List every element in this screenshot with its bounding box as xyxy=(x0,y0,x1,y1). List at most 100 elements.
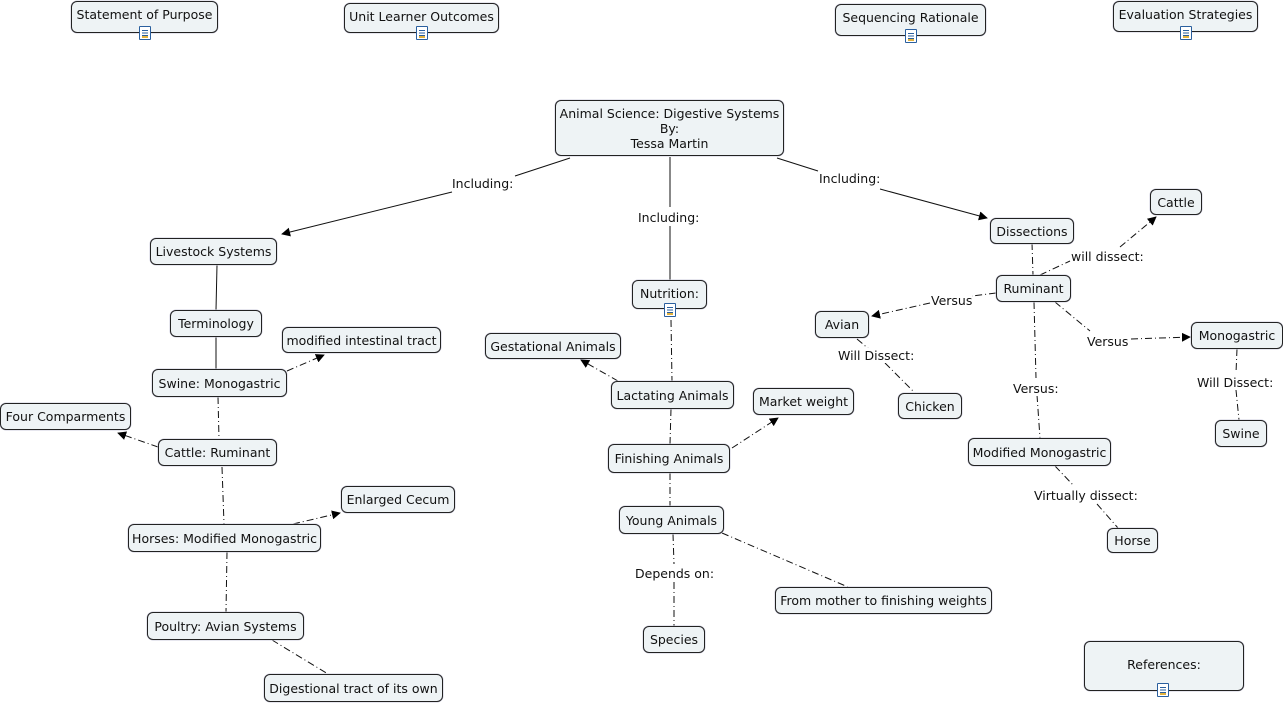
poultry-avian-systems-node[interactable]: Poultry: Avian Systems xyxy=(147,612,304,640)
cattle-node[interactable]: Cattle xyxy=(1150,189,1202,215)
swine-node[interactable]: Swine xyxy=(1215,420,1267,447)
lactating-animals-node[interactable]: Lactating Animals xyxy=(611,381,734,409)
node-label: Swine xyxy=(1222,426,1260,441)
link-root-including-right xyxy=(776,157,819,172)
dissections-node[interactable]: Dissections xyxy=(990,218,1074,244)
enlarged-cecum-node[interactable]: Enlarged Cecum xyxy=(341,486,455,513)
link-label-depends-on: Depends on: xyxy=(635,566,715,581)
node-label: Evaluation Strategies xyxy=(1118,7,1253,22)
species-node[interactable]: Species xyxy=(643,626,705,653)
node-label: Modified Monogastric xyxy=(972,444,1107,460)
link-swine-cattle xyxy=(217,396,220,440)
link-lactating-gestational xyxy=(580,359,619,382)
document-icon[interactable] xyxy=(1180,26,1192,40)
node-label: From mother to finishing weights xyxy=(780,593,987,608)
link-willdissect-cattle xyxy=(1119,216,1157,248)
link-label-will-dissect-chicken: Will Dissect: xyxy=(838,348,915,363)
link-mono-willdissect xyxy=(1235,348,1238,374)
node-label: Livestock Systems xyxy=(155,244,272,259)
link-including-dissections xyxy=(879,188,988,221)
horses-modified-monogastric-node[interactable]: Horses: Modified Monogastric xyxy=(128,524,321,552)
finishing-animals-node[interactable]: Finishing Animals xyxy=(608,444,730,473)
node-label: Swine: Monogastric xyxy=(158,375,281,391)
young-animals-node[interactable]: Young Animals xyxy=(619,506,724,534)
node-label: Avian xyxy=(824,317,860,332)
statement-of-purpose-node[interactable]: Statement of Purpose xyxy=(71,1,218,40)
link-livestock-terminology xyxy=(215,264,218,311)
link-root-including-left xyxy=(514,157,571,177)
sequencing-rationale-node[interactable]: Sequencing Rationale xyxy=(835,4,986,43)
link-ruminant-willdissect xyxy=(1039,260,1071,276)
node-label: Poultry: Avian Systems xyxy=(154,618,297,634)
market-weight-node[interactable]: Market weight xyxy=(753,388,854,415)
node-label: Dissections xyxy=(996,223,1068,239)
node-label: Monogastric xyxy=(1198,328,1276,343)
link-including-livestock xyxy=(281,191,453,237)
node-label: Nutrition: xyxy=(640,286,699,301)
link-label-will-dissect-swine: Will Dissect: xyxy=(1197,375,1274,390)
link-ruminant-versus-mod xyxy=(1033,301,1037,379)
link-cattle-horses xyxy=(221,466,225,525)
document-icon[interactable] xyxy=(139,26,151,40)
swine-monogastric-node[interactable]: Swine: Monogastric xyxy=(152,369,287,397)
horse-node[interactable]: Horse xyxy=(1107,528,1158,553)
node-label: Young Animals xyxy=(625,512,718,528)
link-label-will-dissect-cattle: will dissect: xyxy=(1071,249,1144,264)
link-label-including-left: Including: xyxy=(452,176,514,191)
node-label: References: xyxy=(1127,656,1201,672)
node-label: Enlarged Cecum xyxy=(346,492,450,507)
link-label-including-center: Including: xyxy=(638,210,700,225)
link-ruminant-versus-avian xyxy=(971,292,997,297)
mother-to-finishing-node[interactable]: From mother to finishing weights xyxy=(775,587,992,614)
link-willdissect-swine xyxy=(1235,389,1240,421)
modified-intestinal-tract-node[interactable]: modified intestinal tract xyxy=(282,327,441,353)
link-dissections-ruminant xyxy=(1031,242,1034,276)
link-swine-modified-tract xyxy=(286,354,325,372)
nutrition-node[interactable]: Nutrition: xyxy=(632,280,707,317)
node-label: Lactating Animals xyxy=(616,387,729,403)
ruminant-node[interactable]: Ruminant xyxy=(996,275,1071,302)
node-label: Market weight xyxy=(758,394,849,409)
link-horses-cecum xyxy=(292,510,341,525)
document-icon[interactable] xyxy=(905,29,917,43)
node-label: Finishing Animals xyxy=(614,451,724,466)
node-label: Gestational Animals xyxy=(490,338,616,354)
evaluation-strategies-node[interactable]: Evaluation Strategies xyxy=(1113,1,1258,40)
node-label: Cattle: Ruminant xyxy=(164,445,271,460)
monogastric-node[interactable]: Monogastric xyxy=(1191,322,1283,349)
node-label: Sequencing Rationale xyxy=(842,10,979,25)
link-label-versus-monogastric: Versus xyxy=(1087,334,1129,349)
avian-node[interactable]: Avian xyxy=(815,311,869,338)
link-finishing-market xyxy=(731,417,779,449)
link-versus-monogastric xyxy=(1130,332,1191,342)
terminology-node[interactable]: Terminology xyxy=(170,310,262,337)
node-label: Horses: Modified Monogastric xyxy=(132,530,317,546)
root-node[interactable]: Animal Science: Digestive Systems By: Te… xyxy=(555,100,784,156)
four-compartments-node[interactable]: Four Comparments xyxy=(0,403,131,430)
link-label-versus-modified: Versus: xyxy=(1013,381,1059,396)
document-icon[interactable] xyxy=(1157,683,1169,697)
livestock-systems-node[interactable]: Livestock Systems xyxy=(150,238,277,265)
modified-monogastric-node[interactable]: Modified Monogastric xyxy=(968,438,1111,466)
document-icon[interactable] xyxy=(416,26,428,40)
link-ruminant-versus-mono xyxy=(1054,301,1091,332)
document-icon[interactable] xyxy=(664,303,676,317)
digestional-tract-node[interactable]: Digestional tract of its own xyxy=(264,674,443,702)
node-label: Terminology xyxy=(178,316,254,331)
root-by: By: xyxy=(659,120,680,136)
link-label-versus-avian: Versus xyxy=(931,293,973,308)
node-label: Horse xyxy=(1114,533,1151,548)
chicken-node[interactable]: Chicken xyxy=(898,393,962,419)
node-label: Cattle xyxy=(1157,194,1195,210)
cattle-ruminant-node[interactable]: Cattle: Ruminant xyxy=(158,439,277,466)
root-title: Animal Science: Digestive Systems xyxy=(559,105,780,121)
node-label: Four Comparments xyxy=(5,409,126,424)
link-young-depends xyxy=(672,533,675,565)
unit-learner-outcomes-node[interactable]: Unit Learner Outcomes xyxy=(344,3,499,40)
link-horses-poultry xyxy=(225,551,228,613)
gestational-animals-node[interactable]: Gestational Animals xyxy=(485,333,621,359)
node-label: Ruminant xyxy=(1003,281,1064,296)
node-label: Chicken xyxy=(905,398,955,414)
node-label: modified intestinal tract xyxy=(286,332,437,348)
references-node[interactable]: References: xyxy=(1084,641,1244,697)
